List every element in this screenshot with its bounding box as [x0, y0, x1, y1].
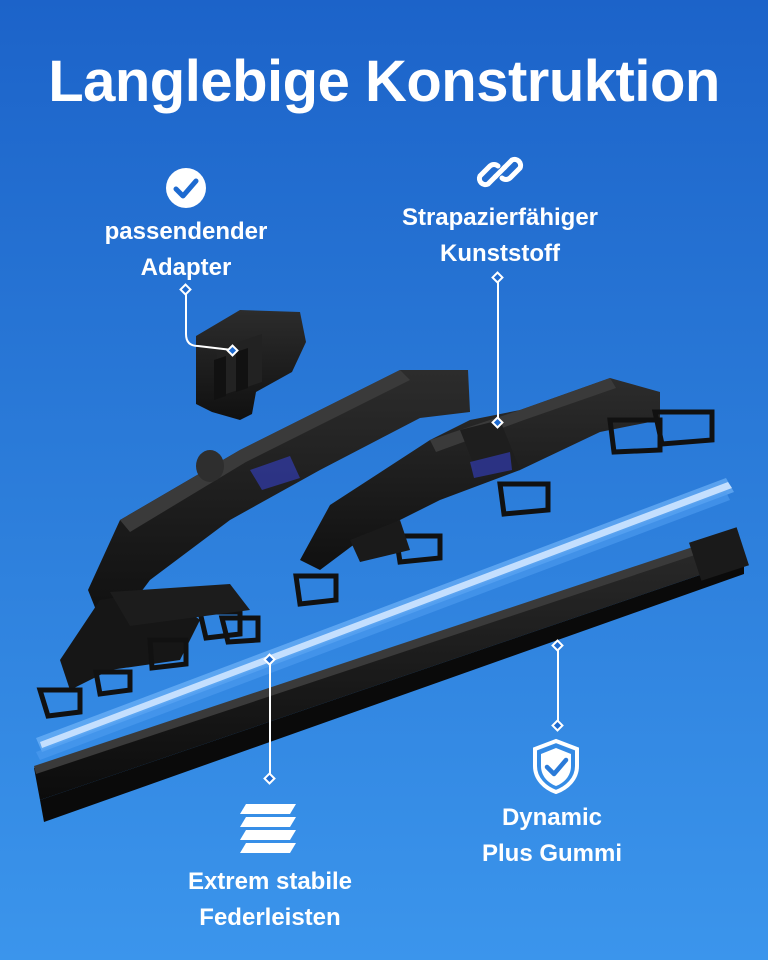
- shield-check-icon: [533, 738, 579, 794]
- leader-lines: [185, 280, 559, 778]
- left-frame: [36, 370, 470, 719]
- check-circle-icon: [166, 168, 206, 208]
- adapter-part: [196, 310, 306, 420]
- spring-strip: [36, 478, 734, 760]
- rubber-blade: [34, 527, 749, 822]
- feature-label-plastic: Strapazierfähiger Kunststoff: [366, 200, 634, 272]
- chain-link-icon: [476, 156, 524, 188]
- right-frame: [293, 378, 715, 607]
- adapter-label-line2: Adapter: [140, 254, 232, 281]
- feature-label-rubber: Dynamic Plus Gummi: [446, 800, 658, 872]
- rubber-label-line2: Plus Gummi: [481, 840, 623, 867]
- adapter-label-line1: passendender: [104, 218, 268, 245]
- leader-markers: [179, 271, 564, 785]
- feature-label-adapter: passendender Adapter: [64, 214, 308, 286]
- plastic-label-line2: Kunststoff: [440, 240, 560, 267]
- springs-label-line1: Extrem stabile: [187, 868, 353, 895]
- page-title: Langlebige Konstruktion: [48, 49, 720, 114]
- feature-label-springs: Extrem stabile Federleisten: [150, 864, 390, 936]
- springs-label-line2: Federleisten: [199, 904, 341, 931]
- rubber-label-line1: Dynamic: [501, 804, 603, 831]
- plastic-label-line1: Strapazierfähiger: [401, 204, 599, 231]
- layers-icon: [240, 804, 296, 853]
